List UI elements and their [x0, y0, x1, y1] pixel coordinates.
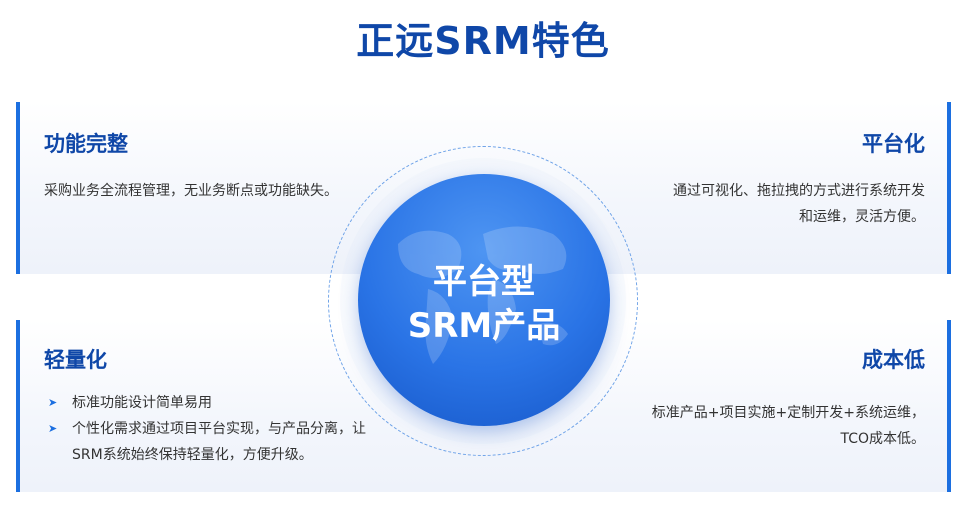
bullet-text: 个性化需求通过项目平台实现，与产品分离，让SRM系统始终保持轻量化，方便升级。: [72, 421, 366, 463]
center-title-line1: 平台型: [433, 262, 535, 302]
card-description-line: 通过可视化、拖拉拽的方式进行系统开发: [673, 183, 925, 199]
card-title: 成本低: [862, 348, 925, 372]
card-description: ➤ 标准功能设计简单易用 ➤ 个性化需求通过项目平台实现，与产品分离，让SRM系…: [44, 390, 394, 468]
list-item: ➤ 个性化需求通过项目平台实现，与产品分离，让SRM系统始终保持轻量化，方便升级…: [44, 416, 394, 468]
center-title-line2: SRM产品: [407, 306, 561, 346]
bullet-text: 标准功能设计简单易用: [72, 395, 212, 411]
card-description-line: 标准产品+项目实施+定制开发+系统运维，: [651, 405, 925, 421]
arrow-right-icon: ➤: [48, 396, 58, 409]
card-description: 标准产品+项目实施+定制开发+系统运维， TCO成本低。: [625, 400, 925, 452]
card-description-line: 和运维，灵活方便。: [799, 209, 925, 225]
arrow-right-icon: ➤: [48, 422, 58, 435]
card-title: 平台化: [862, 132, 925, 156]
bullet-list: ➤ 标准功能设计简单易用 ➤ 个性化需求通过项目平台实现，与产品分离，让SRM系…: [44, 390, 394, 468]
card-title: 功能完整: [44, 132, 128, 156]
card-title: 轻量化: [44, 348, 107, 372]
center-circle: 平台型 SRM产品: [358, 174, 610, 426]
page-title: 正远SRM特色: [356, 19, 610, 63]
list-item: ➤ 标准功能设计简单易用: [44, 390, 394, 416]
dashed-ring: [328, 146, 638, 456]
card-description: 通过可视化、拖拉拽的方式进行系统开发 和运维，灵活方便。: [625, 178, 925, 230]
card-description: 采购业务全流程管理，无业务断点或功能缺失。: [44, 183, 338, 199]
world-map-icon: [398, 226, 568, 364]
card-description-line: TCO成本低。: [840, 431, 925, 447]
